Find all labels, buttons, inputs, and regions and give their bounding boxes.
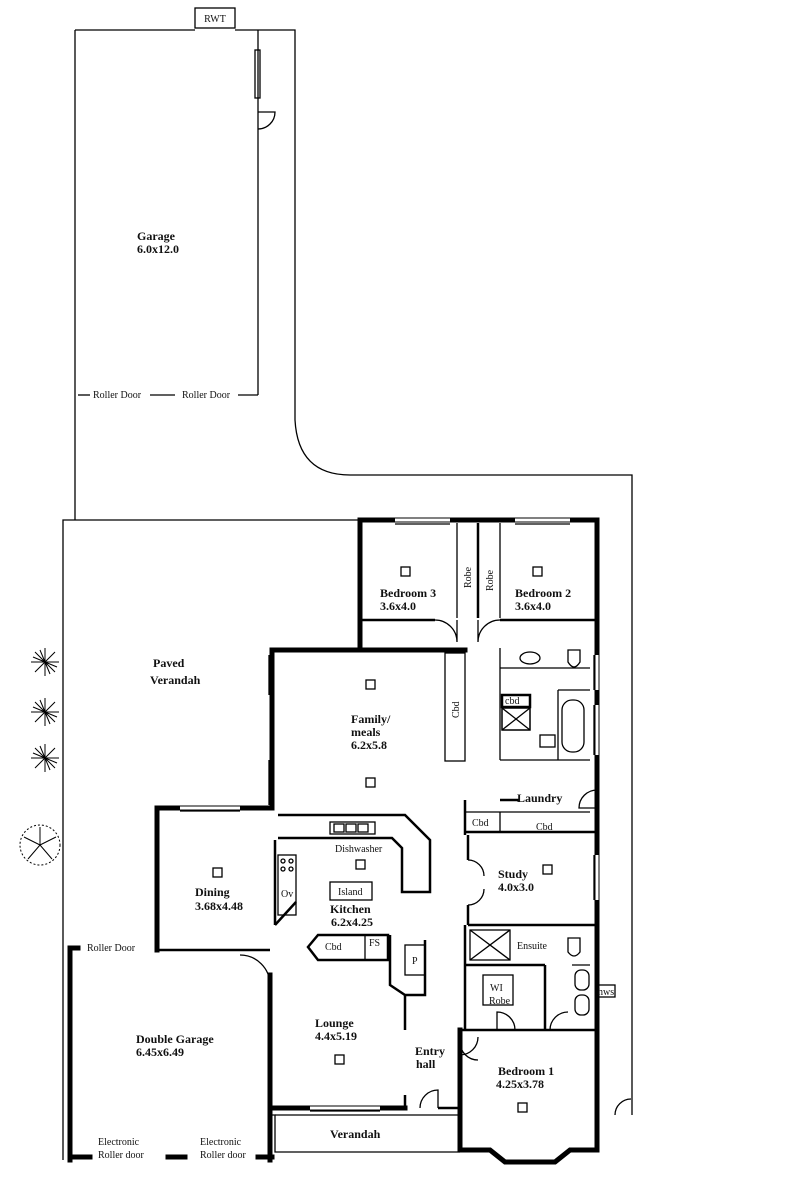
bedroom2-size: 3.6x4.0 xyxy=(515,599,551,613)
tree-icons xyxy=(19,648,61,866)
oven-label: Ov xyxy=(281,889,293,900)
electronic-door-2b: Roller door xyxy=(200,1150,246,1161)
electronic-door-2a: Electronic xyxy=(200,1137,242,1148)
bedroom3-name: Bedroom 3 xyxy=(380,586,436,600)
cbd-kitchen: Cbd xyxy=(325,942,342,953)
garage-rear-name: Garage xyxy=(137,229,176,243)
wi-robe-2: Robe xyxy=(489,996,511,1007)
verandah-label: Verandah xyxy=(330,1127,381,1141)
bedroom1-size: 4.25x3.78 xyxy=(496,1077,544,1091)
double-garage-name: Double Garage xyxy=(136,1032,214,1046)
roller-door-2: Roller Door xyxy=(182,390,231,401)
pantry-label: P xyxy=(412,956,418,967)
ensuite-label: Ensuite xyxy=(517,941,548,952)
dishwasher-label: Dishwasher xyxy=(335,844,383,855)
cbd-laundry-2: Cbd xyxy=(536,822,553,833)
robe-1: Robe xyxy=(463,566,474,588)
rwt-tank xyxy=(194,7,236,29)
roller-door-1: Roller Door xyxy=(93,390,142,401)
electronic-door-1a: Electronic xyxy=(98,1137,140,1148)
family-size: 6.2x5.8 xyxy=(351,738,387,752)
garage-rear-size: 6.0x12.0 xyxy=(137,242,179,256)
study-name: Study xyxy=(498,867,528,881)
kitchen-size: 6.2x4.25 xyxy=(331,915,373,929)
lounge-name: Lounge xyxy=(315,1016,354,1030)
cbd-family: Cbd xyxy=(451,701,462,718)
rwt-label: RWT xyxy=(204,14,226,25)
study-size: 4.0x3.0 xyxy=(498,880,534,894)
robe-2: Robe xyxy=(485,569,496,591)
paved-verandah-1: Paved xyxy=(153,656,185,670)
dining-size: 3.68x4.48 xyxy=(195,899,243,913)
dining-name: Dining xyxy=(195,885,230,899)
island-label: Island xyxy=(338,887,362,898)
roller-door-3: Roller Door xyxy=(87,943,136,954)
laundry-label: Laundry xyxy=(517,791,562,805)
lounge-size: 4.4x5.19 xyxy=(315,1029,357,1043)
bedroom3-size: 3.6x4.0 xyxy=(380,599,416,613)
room-labels: RWT Garage 6.0x12.0 Roller Door Roller D… xyxy=(87,14,614,1161)
entry-line1: Entry xyxy=(415,1044,445,1058)
double-garage-size: 6.45x6.49 xyxy=(136,1045,184,1059)
family-line1: Family/ xyxy=(351,712,391,726)
site-boundary xyxy=(74,7,633,1115)
cbd-laundry-1: Cbd xyxy=(472,818,489,829)
ceiling-markers xyxy=(212,566,553,1113)
family-line2: meals xyxy=(351,725,381,739)
bedroom2-name: Bedroom 2 xyxy=(515,586,571,600)
electronic-door-1b: Roller door xyxy=(98,1150,144,1161)
paved-verandah-2: Verandah xyxy=(150,673,201,687)
entry-line2: hall xyxy=(416,1057,436,1071)
kitchen-name: Kitchen xyxy=(330,902,371,916)
wi-robe-1: WI xyxy=(490,983,503,994)
bedroom1-name: Bedroom 1 xyxy=(498,1064,554,1078)
hws-label: hws xyxy=(598,987,614,998)
cbd-ensuite: cbd xyxy=(505,696,519,707)
house-walls xyxy=(62,517,632,1165)
fs-label: FS xyxy=(369,938,380,949)
